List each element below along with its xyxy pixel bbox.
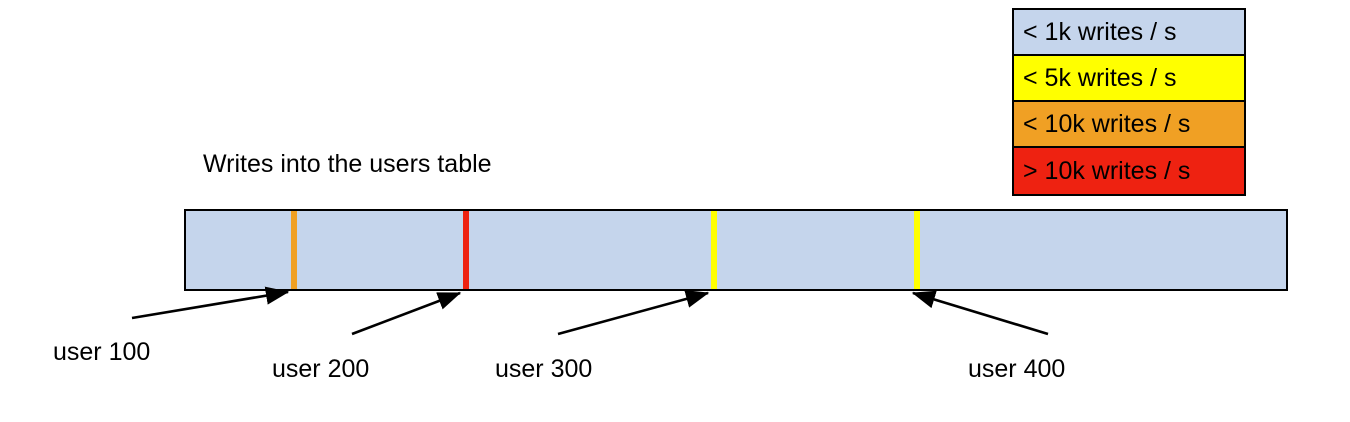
user-100-label: user 100 — [53, 338, 151, 366]
user-400-arrow — [911, 290, 1049, 336]
user-200-stripe — [463, 211, 469, 289]
legend-label-critical: > 10k writes / s — [1023, 156, 1191, 185]
legend-row-low: < 1k writes / s — [1014, 10, 1244, 56]
user-400-stripe — [914, 211, 920, 289]
user-200-arrow — [351, 291, 462, 336]
legend-row-critical: > 10k writes / s — [1014, 148, 1244, 194]
user-300-stripe — [711, 211, 717, 289]
user-400-label: user 400 — [968, 355, 1066, 383]
legend-label-medium: < 5k writes / s — [1023, 63, 1177, 92]
legend-label-high: < 10k writes / s — [1023, 109, 1191, 138]
user-200-label: user 200 — [272, 355, 370, 383]
legend-row-high: < 10k writes / s — [1014, 102, 1244, 148]
user-100-stripe — [291, 211, 297, 289]
user-300-label: user 300 — [495, 355, 593, 383]
legend-row-medium: < 5k writes / s — [1014, 56, 1244, 102]
write-rate-legend: < 1k writes / s < 5k writes / s < 10k wr… — [1012, 8, 1246, 196]
users-table-keyspace-bar — [184, 209, 1288, 291]
chart-caption: Writes into the users table — [203, 150, 492, 178]
user-300-arrow — [557, 290, 710, 336]
legend-label-low: < 1k writes / s — [1023, 17, 1177, 46]
user-100-arrow — [131, 286, 290, 320]
